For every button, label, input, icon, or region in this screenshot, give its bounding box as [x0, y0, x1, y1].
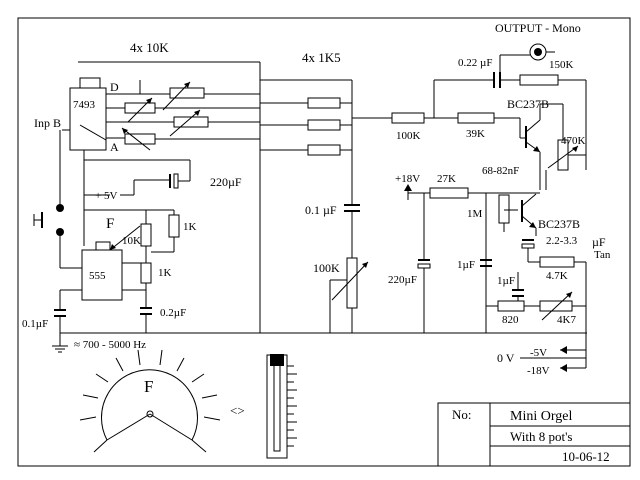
title-date: 10-06-12	[562, 449, 610, 464]
cap-68-82nf-label: 68-82nF	[482, 165, 519, 177]
res-4k7-label: 4.7K	[546, 270, 568, 282]
counter-output-lines	[106, 93, 165, 139]
cap-220uf-top-label: 220µF	[210, 175, 242, 189]
inp-b-label: Inp B	[34, 116, 61, 130]
cap-1uf-a	[480, 259, 492, 267]
zero-v-label: 0 V	[497, 351, 515, 365]
drawing-frame	[17, 17, 631, 467]
pot-4k7-label: 4K7	[557, 314, 576, 326]
minus-18v-label: -18V	[527, 365, 550, 377]
frequency-dial: F	[79, 349, 221, 453]
res-4k7	[539, 256, 575, 268]
power-terminals	[520, 333, 587, 372]
cap-0.1uf-left-label: 0.1µF	[22, 318, 48, 330]
f-label: F	[106, 216, 114, 232]
label-4x10k: 4x 10K	[130, 40, 169, 55]
plus-18v-label: +18V	[395, 173, 420, 185]
supply-5v	[83, 150, 191, 246]
pot-470k	[540, 103, 586, 171]
freq-range-label: ≈ 700 - 5000 Hz	[74, 339, 146, 351]
pot-470k-label: 470K	[561, 135, 586, 147]
title-subtitle: With 8 pot's	[510, 429, 573, 444]
title-block: No: Mini Orgel With 8 pot's 10-06-12	[437, 402, 631, 467]
res-39k-label: 39K	[466, 128, 485, 140]
cap-tantalum	[521, 239, 535, 262]
transistor-q1	[519, 104, 541, 190]
transistor-q2	[504, 193, 537, 236]
label-4x1k5: 4x 1K5	[302, 50, 341, 65]
feedback-network	[433, 54, 587, 170]
res-27k-label: 27K	[437, 173, 456, 185]
cap-1uf-a-label: 1µF	[457, 259, 475, 271]
supply-18v	[404, 184, 540, 333]
q2-label: BC237B	[538, 217, 580, 231]
cap-tan-type: Tan	[594, 249, 611, 261]
q1-label: BC237B	[507, 97, 549, 111]
pin-d-label: D	[110, 80, 119, 94]
pot-4k7	[539, 291, 586, 321]
res-150k-label: 150K	[549, 59, 574, 71]
res-1k-a-label: 1K	[183, 221, 197, 233]
res-1k-b	[140, 262, 152, 308]
volume-section	[329, 204, 369, 333]
slider-scale	[266, 354, 297, 459]
res-100k-label: 100K	[396, 130, 421, 142]
output-jack	[529, 43, 555, 61]
ground-rail	[60, 61, 587, 334]
bus-to-1k5	[139, 79, 352, 151]
cap-0.22uf-label: 0.22 µF	[458, 57, 492, 69]
ic-7493-label: 7493	[73, 99, 96, 111]
res-100k-input	[391, 112, 425, 124]
res-1k-b-label: 1K	[158, 267, 172, 279]
res-1m-label: 1M	[467, 208, 483, 220]
plus-5v-label: + 5V	[95, 190, 117, 202]
label-output: OUTPUT - Mono	[495, 21, 581, 35]
pin-a-label: A	[110, 140, 119, 154]
cap-tan-value: 2.2-3.3	[546, 235, 578, 247]
ic-555: 555	[60, 241, 146, 301]
cap-0.2uf	[140, 307, 152, 333]
cap-1uf-b-label: 1µF	[497, 275, 515, 287]
res-820-label: 820	[502, 314, 519, 326]
pot-bank-10k	[121, 81, 260, 151]
pot-10k-freq	[84, 209, 180, 263]
cap-0.1uf-left	[54, 290, 66, 346]
ic-555-label: 555	[89, 270, 106, 282]
cap-tan-unit: µF	[592, 235, 606, 249]
res-39k	[457, 112, 495, 124]
ic-7493: 7493 D A	[69, 77, 119, 154]
dial-f-label: F	[144, 377, 153, 396]
res-820	[497, 300, 525, 312]
slider-arrows-label: <>	[230, 403, 245, 418]
minus-5v-label: -5V	[530, 347, 547, 359]
push-switch	[33, 130, 82, 269]
cap-220uf-bottom-label: 220µF	[388, 274, 417, 286]
pot-100k-label: 100K	[313, 261, 340, 275]
pot-10k-label: 10K	[122, 235, 141, 247]
title-no-label: No:	[452, 407, 472, 422]
title-name: Mini Orgel	[510, 409, 572, 424]
cap-0.2uf-label: 0.2µF	[160, 307, 186, 319]
res-1m	[498, 194, 510, 224]
ground-symbol	[52, 345, 68, 353]
cap-0.1uf-mid-label: 0.1 µF	[305, 203, 337, 217]
res-bank-1k5	[307, 80, 392, 205]
cap-220uf-bottom	[417, 193, 431, 333]
